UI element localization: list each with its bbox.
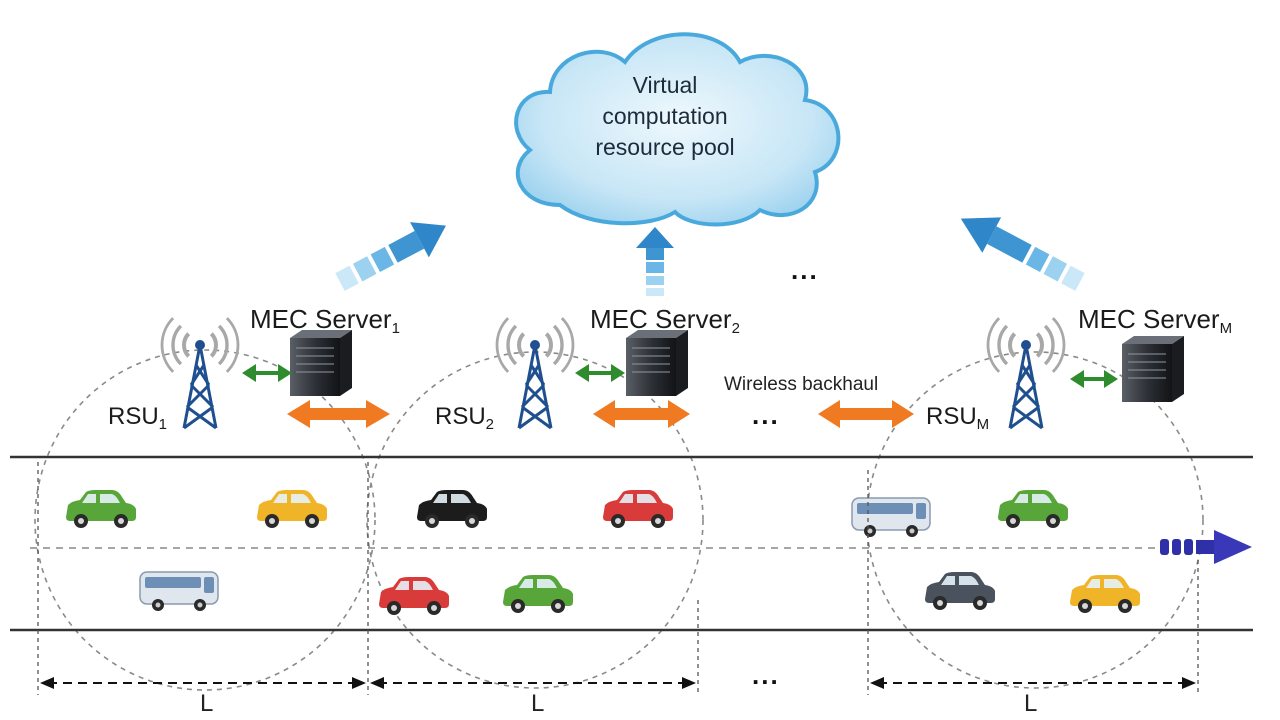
- rsu-2-label: RSU2: [435, 403, 495, 433]
- virtual-resource-pool-cloud: [514, 32, 841, 227]
- mec-server-m-label: MEC ServerM: [1078, 304, 1233, 337]
- car-green: [998, 490, 1068, 528]
- uplink-arrow-1: [335, 222, 446, 291]
- mec-server-1: [290, 330, 352, 396]
- ellipsis-top: ...: [791, 255, 819, 285]
- car-black: [417, 490, 487, 528]
- car-yellow: [1070, 575, 1140, 613]
- mec-server-2: [626, 330, 688, 396]
- rsu-tower-m: [986, 317, 1066, 430]
- vehicles: [66, 490, 1140, 615]
- cloud-label-line-1: Virtual: [632, 72, 698, 98]
- cloud-label-line-3: resource pool: [595, 134, 735, 160]
- car-red-convertible: [603, 490, 673, 528]
- coverage-circle-1: [34, 349, 376, 691]
- car-yellow: [257, 490, 327, 528]
- wireless-backhaul-label: Wireless backhaul: [724, 374, 879, 395]
- coverage-length-label-2: L: [531, 690, 545, 717]
- rsu-server-link-1: [242, 364, 292, 382]
- bus: [851, 497, 931, 538]
- rsu-1-label: RSU1: [108, 403, 168, 433]
- uplink-arrow-m: [960, 217, 1085, 291]
- ellipsis-bottom: ...: [752, 660, 780, 690]
- bus: [139, 571, 219, 612]
- rsu-server-links: [242, 364, 1118, 388]
- mec-server-2-label: MEC Server2: [590, 304, 740, 337]
- coverage-length-dimensions: [37, 462, 1199, 695]
- mec-server-1-label: MEC Server1: [250, 304, 400, 337]
- backhaul-arrow-1: [287, 400, 390, 428]
- car-green: [66, 490, 136, 528]
- coverage-circle-m: [866, 351, 1204, 689]
- traffic-direction-arrow: [1160, 530, 1252, 564]
- rsu-tower-1: [160, 317, 240, 430]
- car-red: [379, 577, 449, 615]
- ellipsis-middle: ...: [752, 400, 780, 430]
- uplink-arrow-2: [636, 227, 674, 296]
- cloud-label-line-2: computation: [602, 103, 728, 129]
- mec-server-m: [1122, 336, 1184, 402]
- car-dark-suv: [925, 572, 995, 610]
- rsu-server-link-2: [575, 364, 625, 382]
- coverage-length-label-1: L: [200, 690, 214, 717]
- rsu-server-link-m: [1070, 370, 1118, 388]
- car-green: [503, 575, 573, 613]
- backhaul-arrow-m: [818, 400, 914, 428]
- coverage-length-label-m: L: [1024, 690, 1038, 717]
- backhaul-arrow-2: [593, 400, 690, 428]
- road: [10, 455, 1253, 632]
- backhaul-arrows: [287, 400, 914, 428]
- cloud-label: Virtual computation resource pool: [560, 70, 770, 163]
- rsu-tower-2: [495, 317, 575, 430]
- rsu-m-label: RSUM: [926, 403, 990, 433]
